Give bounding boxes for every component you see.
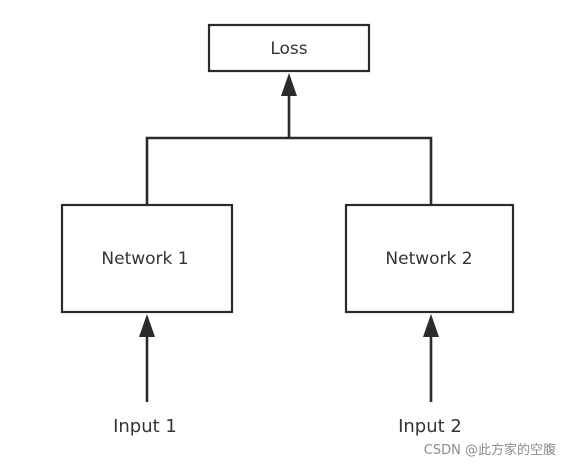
network-2-arrowhead <box>423 314 439 337</box>
network-2-box <box>344 203 515 314</box>
loss-box <box>207 23 371 73</box>
network-1-box <box>60 203 234 314</box>
input-1-label: Input 1 <box>113 416 177 437</box>
network-1-label: Network 1 <box>101 249 188 269</box>
network-2-to-merge-edge <box>289 136 433 205</box>
watermark-text: CSDN @此方家的空腹 <box>423 443 556 458</box>
network-1-node: Network 1 <box>60 203 234 314</box>
network-2-node: Network 2 <box>344 203 515 314</box>
input-2-label: Input 2 <box>398 416 462 437</box>
network-1-to-merge-edge <box>145 136 289 205</box>
network-2-label: Network 2 <box>385 249 472 269</box>
loss-label: Loss <box>270 39 307 59</box>
loss-node: Loss <box>207 23 371 73</box>
network-1-arrowhead <box>139 314 155 337</box>
loss-arrowhead <box>281 73 297 96</box>
